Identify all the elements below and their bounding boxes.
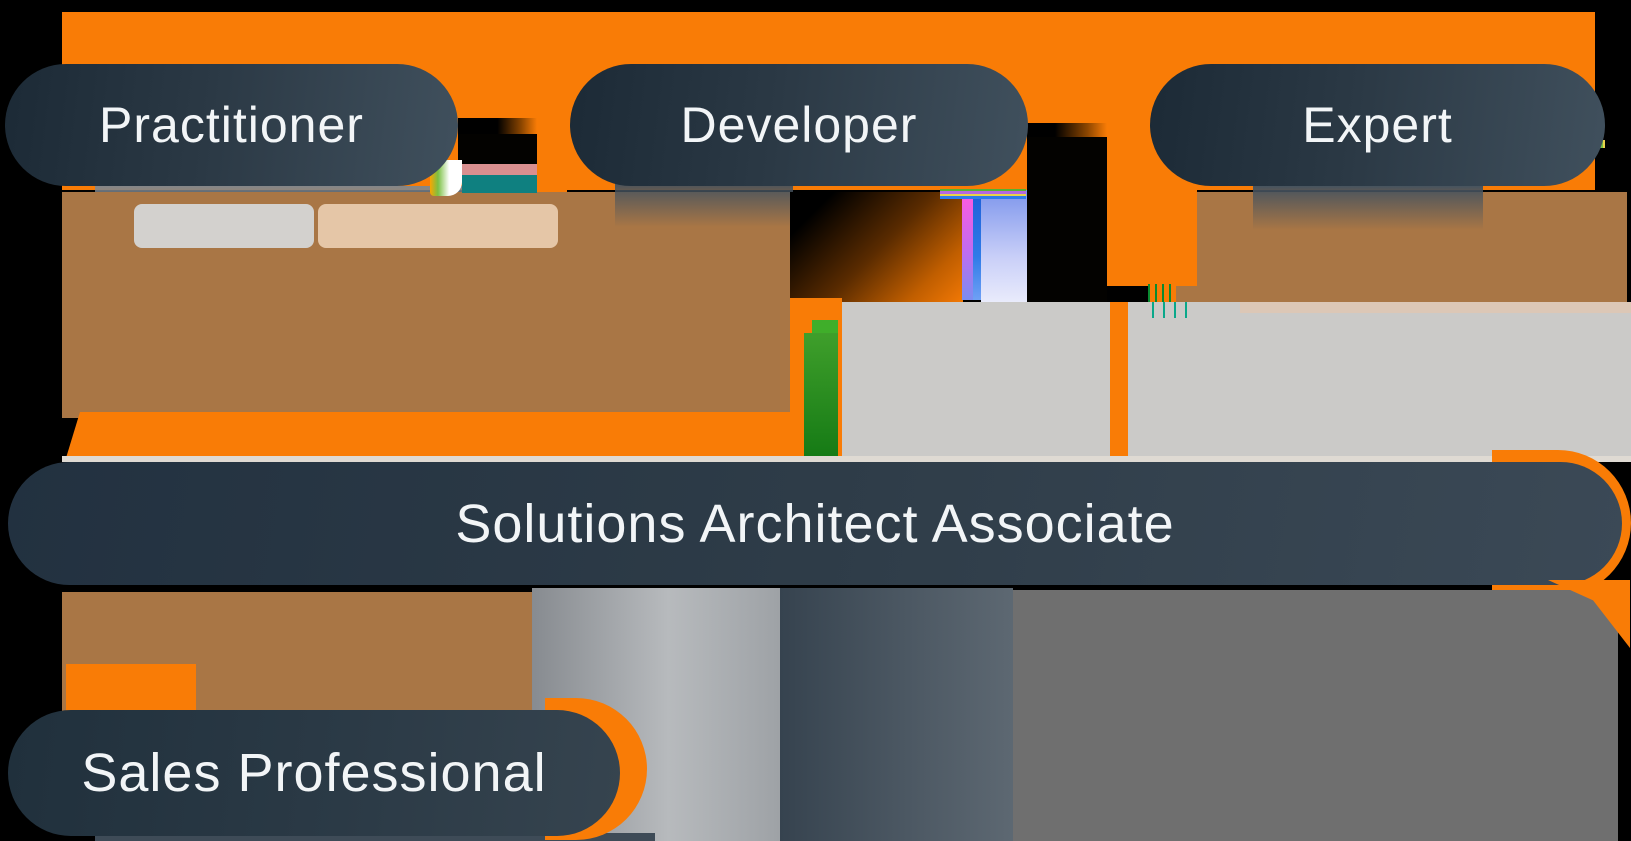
pill-solutions-architect-associate-label: Solutions Architect Associate [455, 493, 1175, 554]
bottom-slate-strip [95, 833, 655, 841]
pill-developer-label: Developer [680, 97, 918, 153]
pill-sales-professional-label: Sales Professional [81, 743, 547, 803]
glitch-black-orange-gradient [790, 192, 963, 310]
pill-solutions-architect-associate: Solutions Architect Associate [8, 462, 1622, 585]
brown-strip-right-low [1150, 284, 1627, 302]
glitch-blue-stripe [973, 192, 981, 300]
orange-stripe-mid [1110, 302, 1128, 462]
white-highlight-line [62, 456, 1631, 462]
ghost-text-blob-faded [318, 204, 558, 248]
glitch-green-lines [1148, 284, 1176, 302]
glitch-dash-gradient-left [458, 118, 537, 134]
green-stripe-step [812, 320, 838, 336]
glitch-black-column [1027, 137, 1107, 302]
pill-practitioner: Practitioner [5, 64, 458, 186]
bottom-gray-block [1013, 590, 1618, 841]
green-stripe [804, 333, 838, 458]
orange-column [1107, 188, 1197, 286]
glitch-magenta-stripe [962, 192, 973, 300]
gray-block-2 [1128, 302, 1631, 462]
pill-expert-label: Expert [1302, 97, 1453, 153]
glitch-teal-ticks [1152, 302, 1188, 318]
glitch-pink-strip [460, 164, 537, 175]
glitch-teal-block [462, 175, 537, 193]
orange-strip-left [66, 412, 790, 458]
ghost-text-blob [134, 204, 314, 248]
glitch-dash-gradient-right [1027, 123, 1107, 137]
pill-shadow-developer [615, 183, 793, 227]
gray-block-pink-edge [1240, 302, 1631, 313]
gray-block-1 [842, 302, 1110, 462]
pill-practitioner-label: Practitioner [99, 97, 364, 153]
pill-shadow-expert [1253, 186, 1483, 230]
pill-developer: Developer [570, 64, 1028, 186]
pill-expert: Expert [1150, 64, 1605, 186]
bottom-slate-column [780, 588, 1013, 841]
pill-sales-professional: Sales Professional [8, 710, 620, 836]
glitch-rainbow-strip [940, 189, 1026, 199]
glitch-lavender-block [981, 190, 1027, 302]
glitch-black-dash [458, 134, 537, 164]
